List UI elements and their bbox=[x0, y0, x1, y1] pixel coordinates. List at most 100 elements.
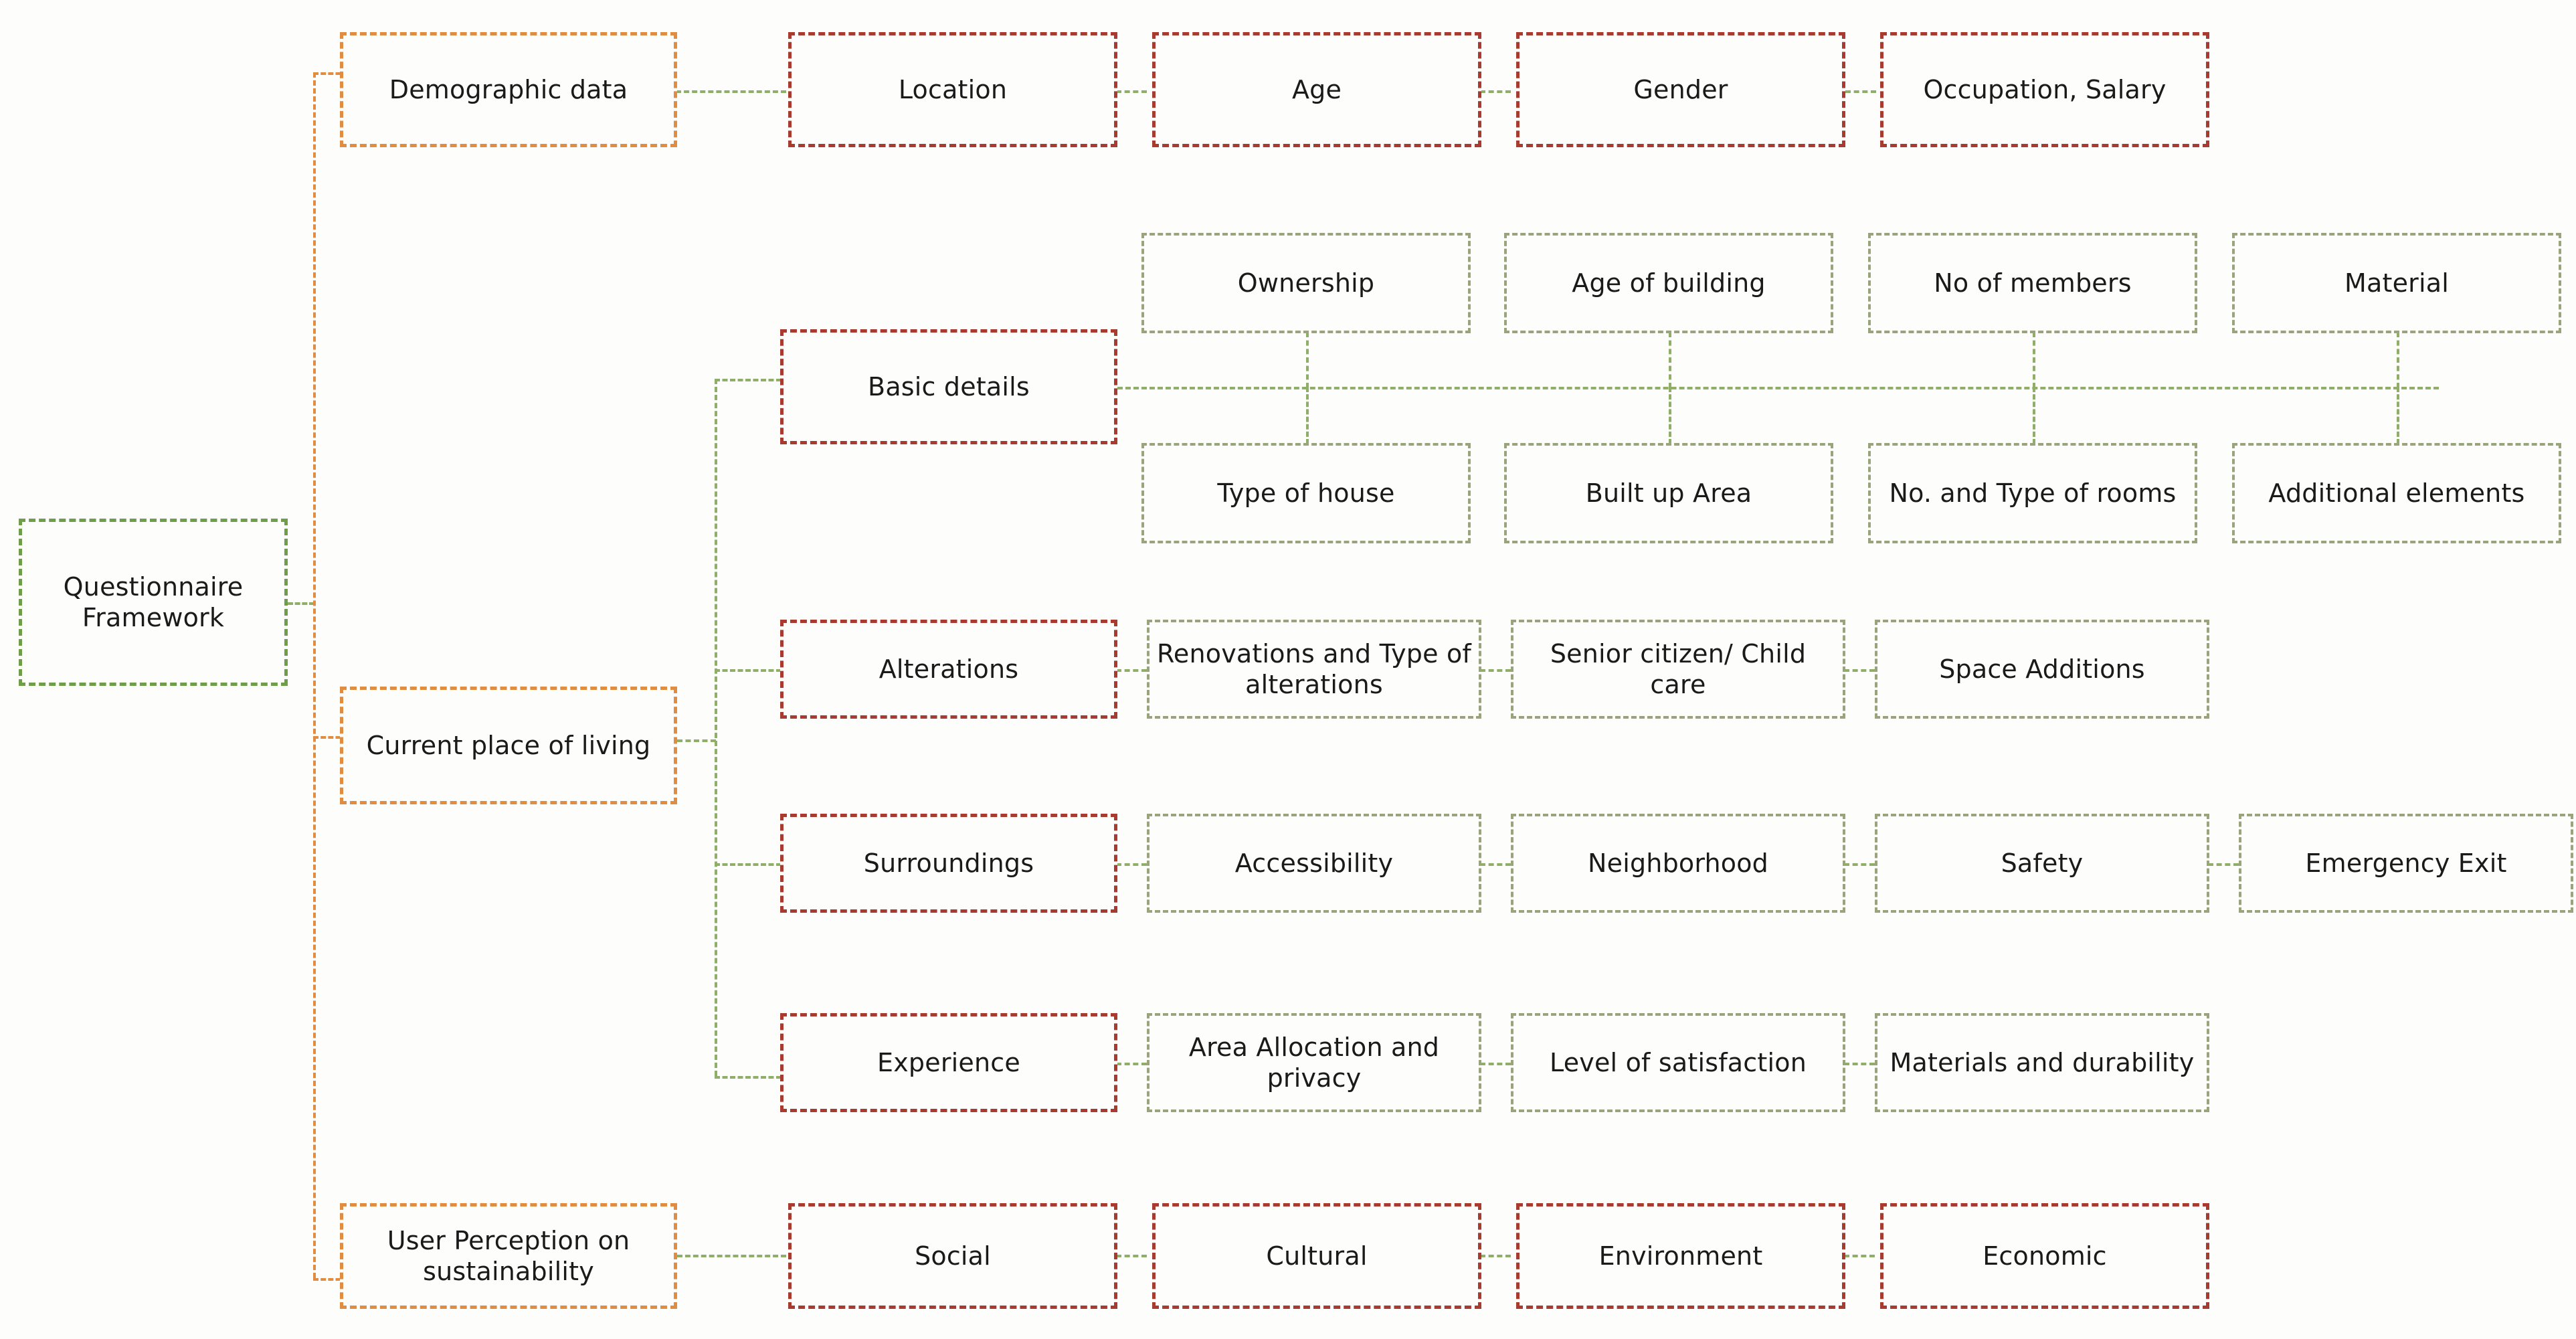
node-label: Neighborhood bbox=[1588, 848, 1768, 878]
connector-age-to-gender bbox=[1480, 90, 1511, 93]
connector-basic-details-spine bbox=[1117, 387, 2439, 389]
connector-subtrunk-to-alterations bbox=[715, 669, 781, 672]
node-cultural[interactable]: Cultural bbox=[1152, 1203, 1481, 1309]
connector-environment-to-economic bbox=[1844, 1255, 1875, 1257]
node-current-place-of-living[interactable]: Current place of living bbox=[340, 687, 677, 804]
node-alterations[interactable]: Alterations bbox=[780, 620, 1117, 719]
node-label: User Perception on sustainability bbox=[387, 1225, 630, 1286]
node-label: Emergency Exit bbox=[2305, 848, 2507, 878]
connector-spine-up-age-of-building bbox=[1669, 332, 1671, 388]
node-gender[interactable]: Gender bbox=[1516, 32, 1845, 147]
node-no-and-type-of-rooms[interactable]: No. and Type of rooms bbox=[1868, 443, 2197, 543]
node-type-of-house[interactable]: Type of house bbox=[1141, 443, 1471, 543]
connector-renovations-to-senior-citizen bbox=[1480, 669, 1511, 672]
node-age-of-building[interactable]: Age of building bbox=[1504, 233, 1833, 333]
node-label: Level of satisfaction bbox=[1550, 1047, 1807, 1077]
connector-subtrunk-to-experience bbox=[715, 1076, 781, 1079]
node-additional-elements[interactable]: Additional elements bbox=[2232, 443, 2561, 543]
node-built-up-area[interactable]: Built up Area bbox=[1504, 443, 1833, 543]
node-label: Social bbox=[915, 1241, 991, 1271]
connector-social-to-cultural bbox=[1116, 1255, 1147, 1257]
connector-trunk-to-current-place bbox=[313, 736, 363, 739]
connector-cultural-to-environment bbox=[1480, 1255, 1511, 1257]
node-label: Material bbox=[2344, 268, 2449, 298]
node-label: Demographic data bbox=[389, 74, 628, 104]
node-location[interactable]: Location bbox=[788, 32, 1117, 147]
node-label: Alterations bbox=[879, 654, 1019, 684]
node-area-allocation-and-privacy[interactable]: Area Allocation and privacy bbox=[1147, 1013, 1481, 1112]
node-age[interactable]: Age bbox=[1152, 32, 1481, 147]
connector-surroundings-to-accessibility bbox=[1116, 863, 1147, 866]
connector-green-subtrunk bbox=[715, 379, 717, 1076]
connector-current-place-to-subtrunk bbox=[677, 739, 716, 742]
node-experience[interactable]: Experience bbox=[780, 1013, 1117, 1112]
node-label: Renovations and Type of alterations bbox=[1156, 638, 1471, 699]
connector-spine-down-no-and-type-of-rooms bbox=[2033, 387, 2035, 444]
node-safety[interactable]: Safety bbox=[1875, 814, 2209, 913]
connector-orange-trunk bbox=[313, 72, 316, 1278]
node-social[interactable]: Social bbox=[788, 1203, 1117, 1309]
connector-location-to-age bbox=[1116, 90, 1147, 93]
connector-subtrunk-to-surroundings bbox=[715, 863, 781, 866]
connector-spine-up-material bbox=[2397, 332, 2399, 388]
node-label: Environment bbox=[1598, 1241, 1763, 1271]
connector-level-of-satisfaction-to-materials bbox=[1844, 1063, 1875, 1065]
node-label: Cultural bbox=[1266, 1241, 1368, 1271]
node-surroundings[interactable]: Surroundings bbox=[780, 814, 1117, 913]
connector-trunk-to-demographic bbox=[313, 72, 363, 75]
node-label: Questionnaire Framework bbox=[63, 571, 244, 632]
node-label: Basic details bbox=[868, 371, 1030, 401]
node-renovations-and-type-of-alterations[interactable]: Renovations and Type of alterations bbox=[1147, 620, 1481, 719]
node-basic-details[interactable]: Basic details bbox=[780, 329, 1117, 444]
node-label: Age bbox=[1291, 74, 1342, 104]
node-emergency-exit[interactable]: Emergency Exit bbox=[2239, 814, 2573, 913]
node-level-of-satisfaction[interactable]: Level of satisfaction bbox=[1511, 1013, 1845, 1112]
node-label: Gender bbox=[1633, 74, 1728, 104]
node-neighborhood[interactable]: Neighborhood bbox=[1511, 814, 1845, 913]
node-space-additions[interactable]: Space Additions bbox=[1875, 620, 2209, 719]
node-ownership[interactable]: Ownership bbox=[1141, 233, 1471, 333]
node-label: Senior citizen/ Child care bbox=[1550, 638, 1807, 699]
node-user-perception-on-sustainability[interactable]: User Perception on sustainability bbox=[340, 1203, 677, 1309]
node-senior-citizen-child-care[interactable]: Senior citizen/ Child care bbox=[1511, 620, 1845, 719]
node-label: Accessibility bbox=[1234, 848, 1394, 878]
connector-spine-up-no-of-members bbox=[2033, 332, 2035, 388]
node-label: Additional elements bbox=[2268, 478, 2525, 508]
node-occupation-salary[interactable]: Occupation, Salary bbox=[1880, 32, 2209, 147]
connector-spine-up-ownership bbox=[1306, 332, 1309, 388]
node-label: Space Additions bbox=[1939, 654, 2145, 684]
connector-experience-to-area-allocation bbox=[1116, 1063, 1147, 1065]
node-label: Current place of living bbox=[366, 730, 651, 760]
connector-spine-down-additional-elements bbox=[2397, 387, 2399, 444]
node-label: No. and Type of rooms bbox=[1889, 478, 2177, 508]
node-label: Ownership bbox=[1237, 268, 1375, 298]
connector-trunk-to-user-perception bbox=[313, 1278, 363, 1281]
node-questionnaire-framework[interactable]: Questionnaire Framework bbox=[19, 519, 288, 686]
node-label: Surroundings bbox=[863, 848, 1034, 878]
node-material[interactable]: Material bbox=[2232, 233, 2561, 333]
node-label: Occupation, Salary bbox=[1923, 74, 2167, 104]
node-economic[interactable]: Economic bbox=[1880, 1203, 2209, 1309]
node-label: Built up Area bbox=[1585, 478, 1752, 508]
connector-alterations-to-renovations bbox=[1116, 669, 1147, 672]
node-no-of-members[interactable]: No of members bbox=[1868, 233, 2197, 333]
node-accessibility[interactable]: Accessibility bbox=[1147, 814, 1481, 913]
node-environment[interactable]: Environment bbox=[1516, 1203, 1845, 1309]
connector-safety-to-emergency-exit bbox=[2208, 863, 2239, 866]
node-label: Area Allocation and privacy bbox=[1188, 1032, 1440, 1093]
node-label: Economic bbox=[1983, 1241, 2107, 1271]
node-label: No of members bbox=[1934, 268, 2132, 298]
node-demographic-data[interactable]: Demographic data bbox=[340, 32, 677, 147]
node-materials-and-durability[interactable]: Materials and durability bbox=[1875, 1013, 2209, 1112]
node-label: Materials and durability bbox=[1890, 1047, 2195, 1077]
connector-senior-citizen-to-space-additions bbox=[1844, 669, 1875, 672]
node-label: Location bbox=[898, 74, 1008, 104]
connector-area-allocation-to-level-of-satisfaction bbox=[1480, 1063, 1511, 1065]
connector-demographic-to-location bbox=[676, 90, 786, 93]
node-label: Experience bbox=[877, 1047, 1020, 1077]
connector-spine-down-built-up-area bbox=[1669, 387, 1671, 444]
connector-root-to-trunk bbox=[288, 602, 314, 605]
node-label: Age of building bbox=[1572, 268, 1766, 298]
node-label: Type of house bbox=[1217, 478, 1395, 508]
